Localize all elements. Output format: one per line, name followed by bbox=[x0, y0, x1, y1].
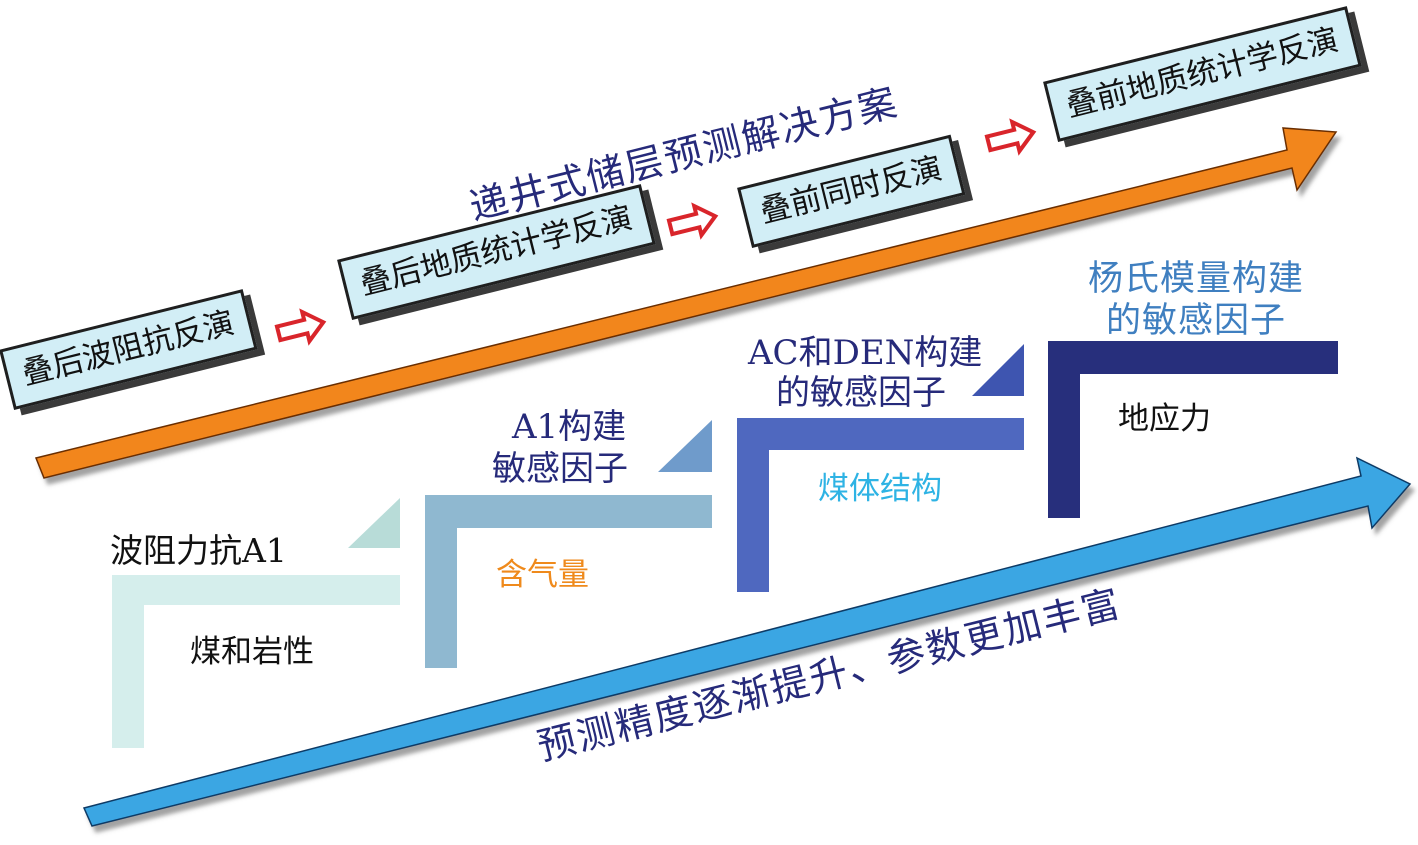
step-4-factor-line2: 的敏感因子 bbox=[1106, 301, 1287, 341]
step-2-shape bbox=[425, 420, 712, 668]
step-4-shape bbox=[1048, 341, 1338, 518]
connector-arrow-1 bbox=[274, 308, 327, 346]
step-2-attribute: 含气量 bbox=[496, 557, 589, 593]
step-3-factor-line2: 的敏感因子 bbox=[776, 373, 946, 413]
step-1-factor: 波阻力抗A1 bbox=[110, 531, 287, 570]
connector-arrow-2 bbox=[666, 202, 719, 240]
blue-trend-arrow bbox=[82, 456, 1412, 827]
step-3-factor-line1: AC和DEN构建 bbox=[748, 333, 983, 373]
step-1-shape bbox=[112, 498, 400, 748]
step-1-attribute: 煤和岩性 bbox=[190, 634, 314, 670]
step-3-shape bbox=[737, 344, 1024, 592]
orange-progress-arrow bbox=[34, 127, 1338, 479]
step-2-factor-line1: A1构建 bbox=[512, 407, 627, 447]
connector-arrow-3 bbox=[984, 118, 1037, 156]
step-4-attribute: 地应力 bbox=[1118, 401, 1211, 437]
step-4-factor-line1: 杨氏模量构建 bbox=[1088, 259, 1305, 299]
step-3-attribute: 煤体结构 bbox=[818, 471, 942, 507]
step-2-factor-line2: 敏感因子 bbox=[492, 449, 628, 489]
